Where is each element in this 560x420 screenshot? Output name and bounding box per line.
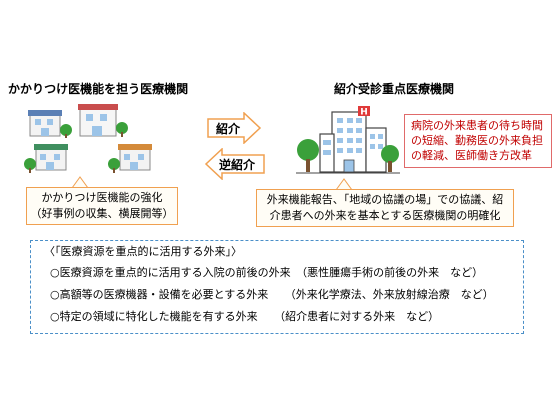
tree-icon [381, 145, 399, 172]
right-title: 紹介受診重点医療機関 [334, 82, 455, 96]
definition-item: ○特定の領域に特化した機能を有する外来 （紹介患者に対する外来 など） [50, 310, 440, 323]
benefit-box: 病院の外来患者の待ち時間 の短縮、勤務医の外来負担 の軽減、医師働き方改革 [404, 114, 552, 168]
hospital-sign: H [360, 108, 368, 118]
benefit-line: の軽減、医師働き方改革 [411, 149, 532, 162]
referral-label: 紹介 [216, 122, 241, 136]
referral-arrow [207, 112, 262, 144]
reverse-referral-label: 逆紹介 [219, 158, 256, 172]
definition-heading: 〈「医療資源を重点的に活用する外来」〉 [44, 245, 242, 258]
clinic-icon [24, 144, 68, 173]
definition-item: ○高額等の医療機器・設備を必要とする外来 （外来化学療法、外来放射線治療 など） [50, 288, 494, 301]
clinic-icon [78, 104, 128, 137]
clinic-illustrations [24, 104, 152, 173]
clinic-icon [108, 144, 152, 173]
benefit-line: の短縮、勤務医の外来負担 [411, 134, 543, 147]
benefit-line: 病院の外来患者の待ち時間 [411, 119, 543, 132]
reverse-referral-arrow [204, 148, 265, 180]
definition-box [30, 240, 524, 334]
left-strategy-box: かかりつけ医機能の強化 （好事例の収集、横展開等） [26, 187, 178, 225]
hospital-icon: H [319, 106, 387, 173]
right-box-line: 外来機能報告、「地域の協議の場」での協議、紹 [266, 193, 504, 206]
left-box-pointer [71, 176, 89, 188]
right-box-line: 介患者への外来を基本とする医療機関の明確化 [269, 209, 501, 222]
right-box-pointer [335, 178, 353, 190]
tree-icon [297, 139, 319, 172]
hospital-illustration: H [296, 106, 400, 174]
right-strategy-box: 外来機能報告、「地域の協議の場」での協議、紹 介患者への外来を基本とする医療機関… [256, 189, 514, 227]
left-box-line: かかりつけ医機能の強化 [41, 191, 163, 204]
left-box-line: （好事例の収集、横展開等） [30, 207, 174, 220]
definition-item: ○医療資源を重点的に活用する入院の前後の外来 （悪性腫瘍手術の前後の外来 など） [50, 266, 484, 279]
clinic-icon [28, 110, 72, 138]
left-title: かかりつけ医機能を担う医療機関 [8, 82, 189, 96]
